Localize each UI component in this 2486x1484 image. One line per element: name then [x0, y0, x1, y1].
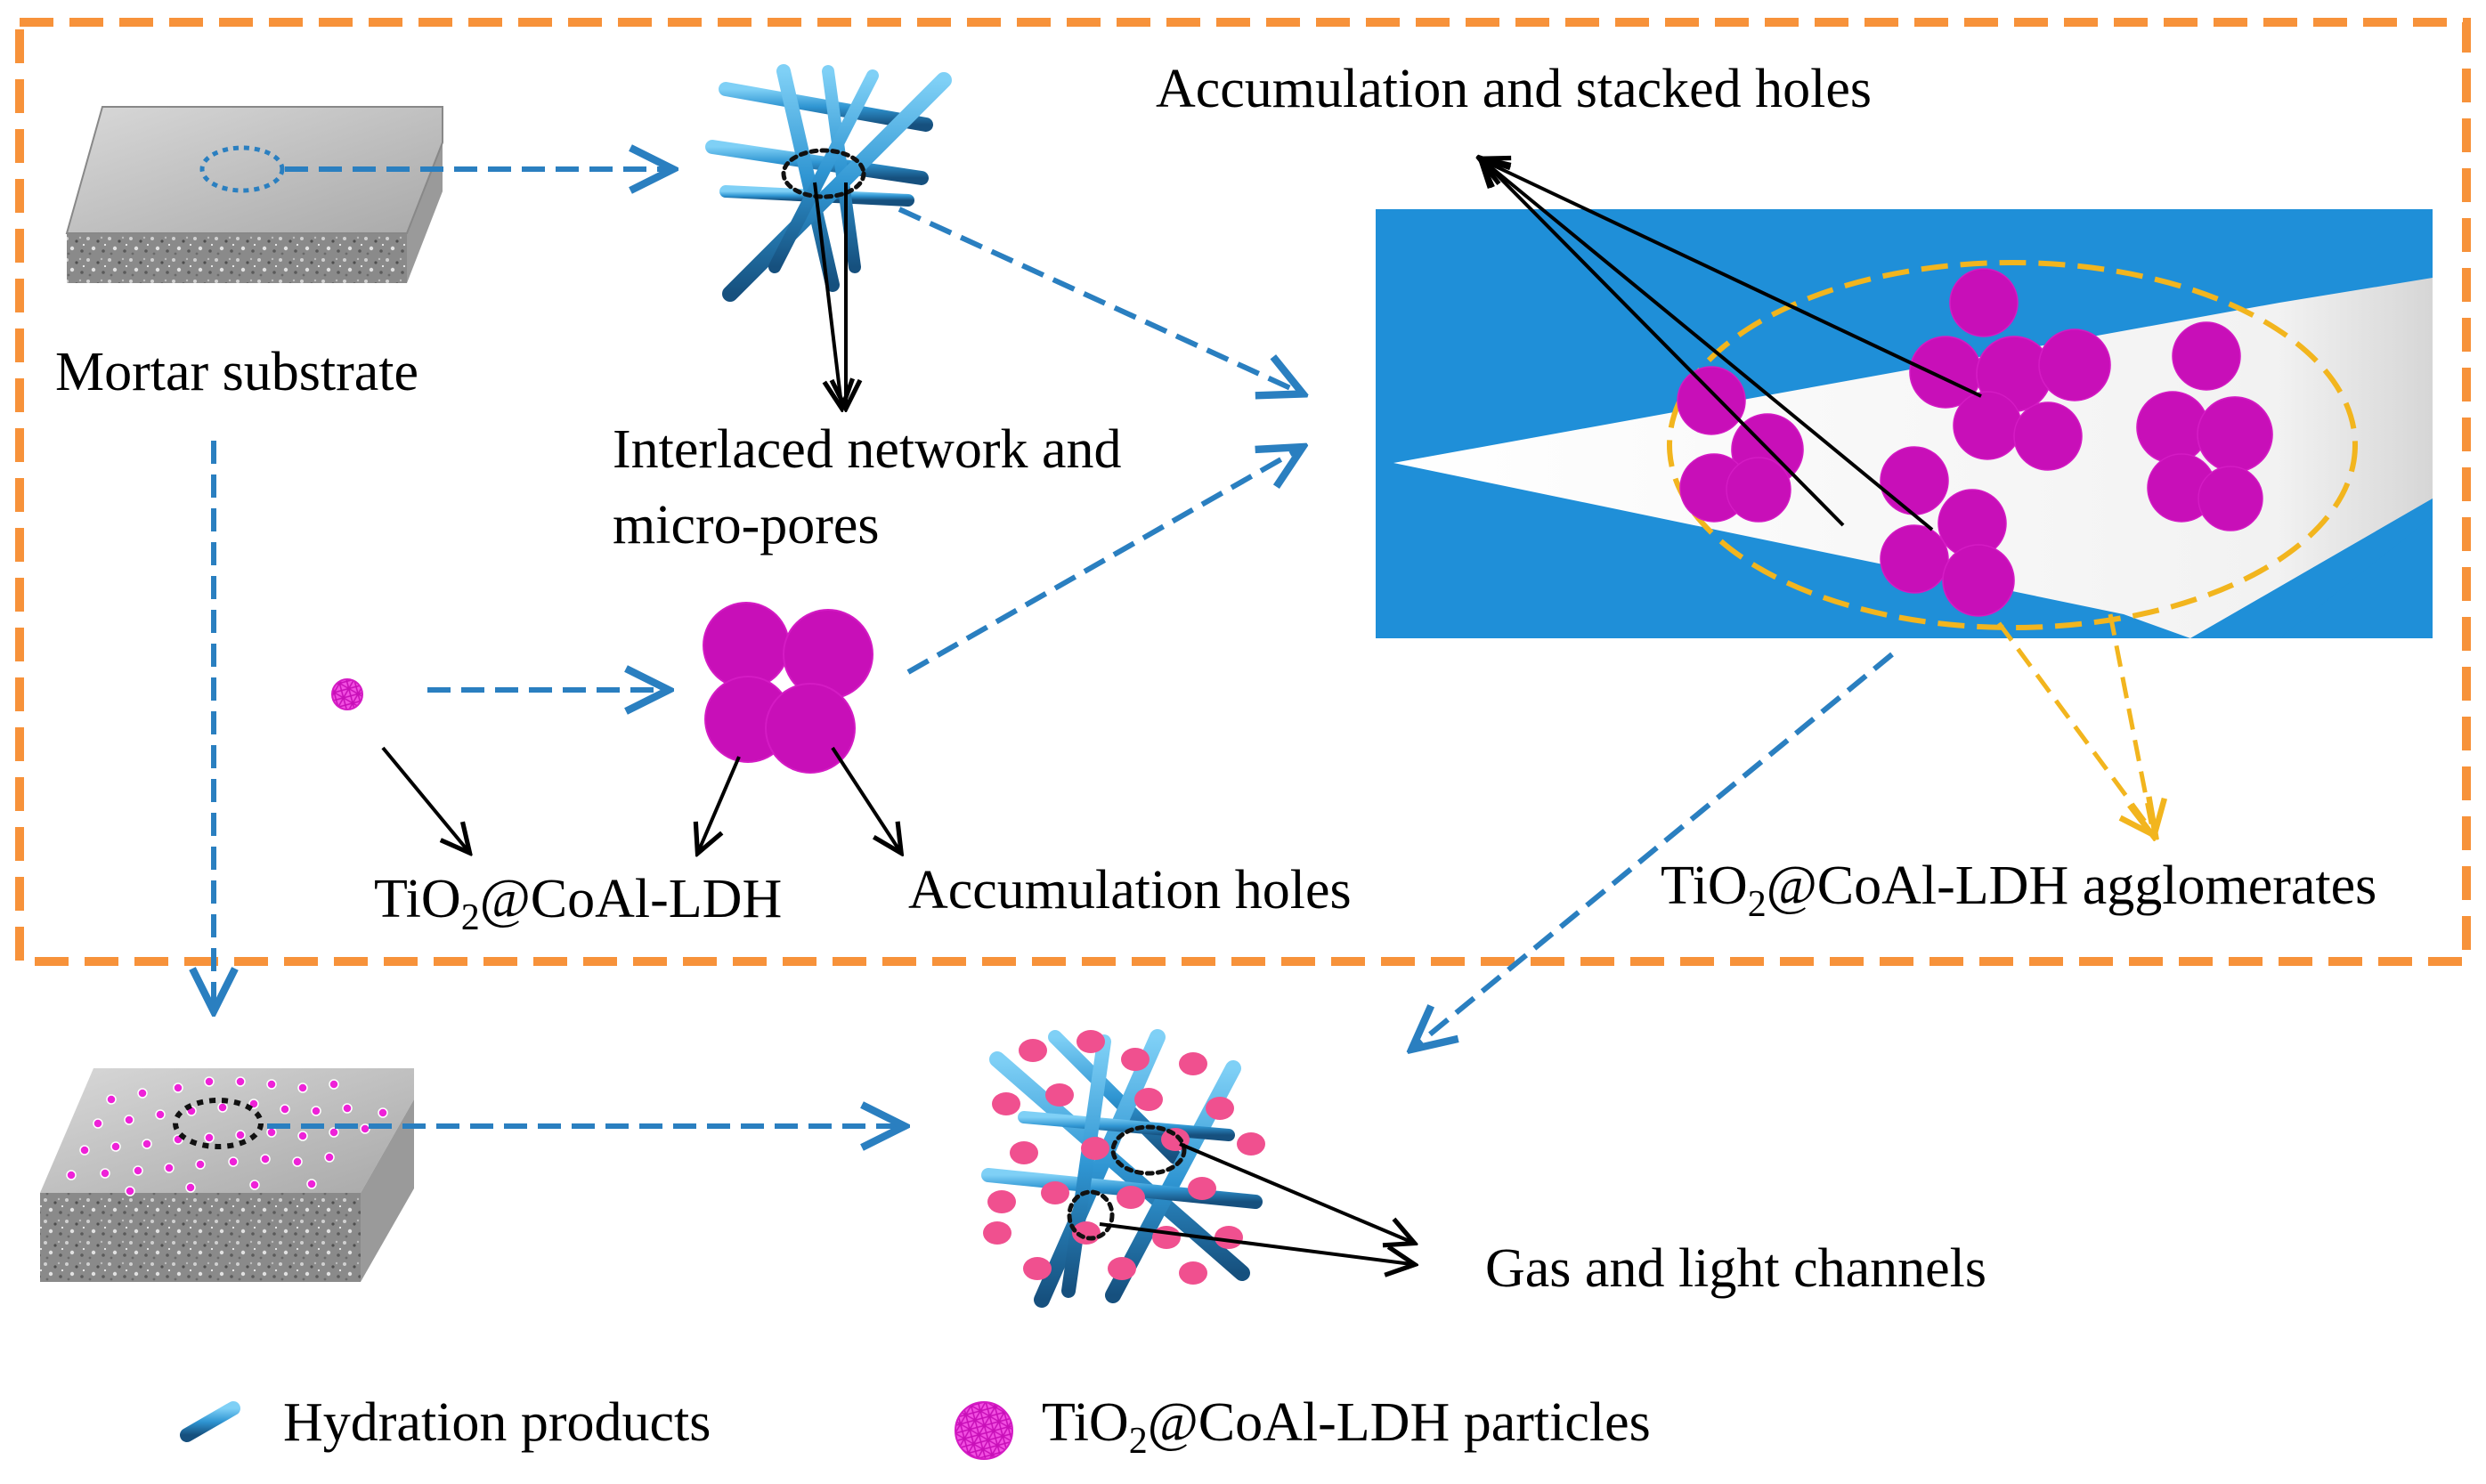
- highlight-frame: [15, 18, 2471, 966]
- agglomerate-panel: [1376, 209, 2433, 638]
- mortar-slab: [65, 106, 443, 283]
- channel-marker-1: [1110, 1124, 1187, 1176]
- legend-hydration-label: Hydration products: [283, 1392, 711, 1453]
- coated-network: [981, 1029, 1265, 1308]
- legend-particle-label: TiO2@CoAl-LDH particles: [1042, 1392, 1651, 1462]
- label-gas-light: Gas and light channels: [1485, 1238, 1986, 1299]
- label-tio2-ldh: TiO2@CoAl-LDH: [374, 869, 782, 938]
- legend: Hydration products TiO2@CoAl-LDH particl…: [180, 1392, 1651, 1462]
- micropore-marker: [781, 148, 866, 199]
- coated-pore-marker: [173, 1098, 264, 1149]
- pore-marker: [199, 145, 285, 193]
- channel-marker-2: [1067, 1189, 1115, 1241]
- single-particle: [331, 678, 363, 710]
- agglomerate-highlight: [1667, 260, 2358, 630]
- label-accumulation-holes: Accumulation holes: [908, 860, 1352, 920]
- label-interlaced-2: micro-pores: [613, 495, 880, 555]
- arrow-panel-to-channels: [1416, 652, 1894, 1046]
- label-accumulation-stacked: Accumulation and stacked holes: [1156, 59, 1872, 119]
- coated-slab: [40, 1068, 414, 1282]
- arrow-network-to-panel: [898, 207, 1298, 392]
- label-mortar-substrate: Mortar substrate: [55, 342, 418, 402]
- interlaced-network: [705, 64, 952, 302]
- label-interlaced-1: Interlaced network and: [613, 419, 1122, 480]
- label-agglomerates: TiO2@CoAl-LDH agglomerates: [1661, 856, 2376, 925]
- legend-hydration-icon: [180, 1401, 240, 1442]
- small-agglomerate: [703, 602, 873, 774]
- legend-particle-icon: [955, 1401, 1013, 1460]
